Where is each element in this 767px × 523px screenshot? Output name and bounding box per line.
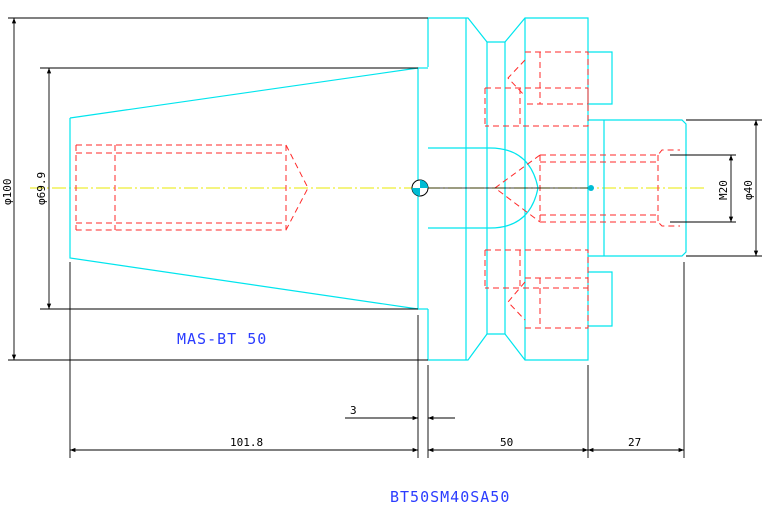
dim-dia-69-9: φ69.9: [35, 172, 48, 205]
dim-len-50: 50: [500, 436, 513, 449]
hidden-lines: [75, 51, 680, 329]
part-number-label: BT50SM40SA50: [390, 488, 510, 506]
dimension-lines: [8, 17, 762, 458]
holder-label: MAS-BT 50: [177, 330, 267, 348]
dim-gap-3: 3: [350, 404, 357, 417]
dim-len-27: 27: [628, 436, 641, 449]
gauge-symbol: [411, 179, 429, 197]
axis-point: [588, 185, 594, 191]
dim-dia-40: φ40: [742, 180, 755, 200]
part-outline: [69, 17, 687, 361]
dim-len-101-8: 101.8: [230, 436, 263, 449]
dim-dia-100: φ100: [1, 179, 14, 206]
dim-m20: M20: [717, 180, 730, 200]
